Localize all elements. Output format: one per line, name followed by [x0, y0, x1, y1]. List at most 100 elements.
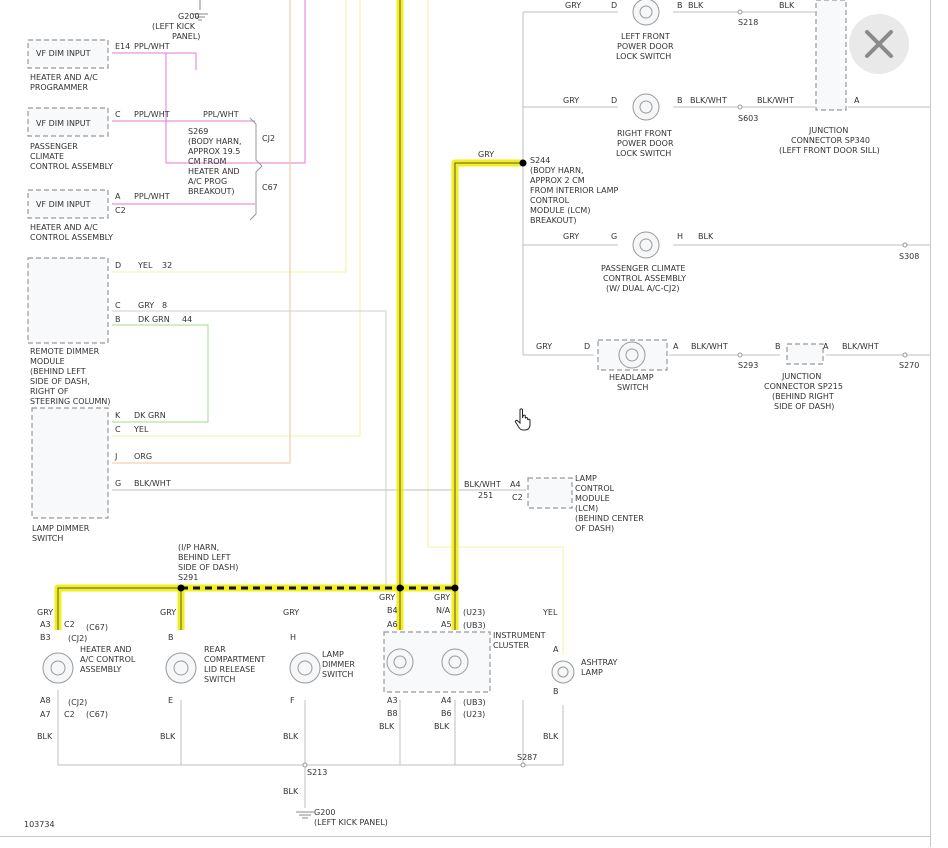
diagram-label: BREAKOUT) [530, 216, 577, 225]
diagram-label: CONTROL ASSEMBLY [603, 274, 686, 283]
diagram-label: APPROX 2 CM [530, 176, 585, 185]
diagram-label: LID RELEASE [204, 665, 255, 674]
diagram-label: (LEFT KICK PANEL) [314, 818, 388, 827]
diagram-label: CONTROL ASSEMBLY [30, 162, 113, 171]
diagram-label: HEADLAMP [609, 373, 654, 382]
diagram-label: (BEHIND RIGHT [772, 392, 834, 401]
diagram-label: C67 [262, 183, 278, 192]
diagram-label: (I/P HARN, [178, 543, 219, 552]
diagram-label: (U23) [463, 608, 485, 617]
diagram-label: S291 [178, 573, 198, 582]
diagram-label: LAMP [575, 474, 597, 483]
diagram-label: RIGHT OF [30, 387, 69, 396]
diagram-label: SIDE OF DASH, [30, 377, 90, 386]
diagram-label: ASHTRAY [581, 658, 618, 667]
diagram-label: S218 [738, 18, 758, 27]
diagram-label: E14 [115, 42, 130, 51]
diagram-label: HEATER AND A/C [30, 73, 98, 82]
diagram-label: S244 [530, 156, 550, 165]
diagram-label: PASSENGER [30, 142, 78, 151]
diagram-label: DK GRN [138, 315, 170, 324]
small-splices [302, 9, 908, 768]
diagram-label: 8 [162, 301, 167, 310]
diagram-label: A4 [510, 480, 521, 489]
diagram-label: PPL/WHT [203, 110, 239, 119]
diagram-label: E [168, 696, 173, 705]
diagram-label: VF DIM INPUT [36, 200, 91, 209]
diagram-label: S270 [899, 361, 919, 370]
diagram-label: 251 [478, 491, 493, 500]
diagram-label: REAR [204, 645, 226, 654]
diagram-label: D [611, 96, 617, 105]
diagram-label: C [115, 425, 121, 434]
diagram-label: B [168, 633, 174, 642]
diagram-label: YEL [542, 608, 558, 617]
diagram-label: PROGRAMMER [30, 83, 88, 92]
diagram-label: GRY [37, 608, 53, 617]
diagram-label: GRY [563, 96, 579, 105]
diagram-label: LOCK SWITCH [616, 149, 671, 158]
diagram-label: A6 [387, 620, 398, 629]
diagram-label: LEFT FRONT [621, 32, 670, 41]
diagram-label: A7 [40, 710, 51, 719]
diagram-label: CONNECTOR SP340 [791, 136, 870, 145]
close-button[interactable] [849, 14, 909, 74]
diagram-label: B8 [387, 709, 398, 718]
diagram-label: HEATER AND [80, 645, 132, 654]
diagram-label: D [115, 261, 121, 270]
diagram-label: INSTRUMENT [493, 631, 546, 640]
diagram-label: MODULE (LCM) [530, 206, 590, 215]
diagram-label: PASSENGER CLIMATE [601, 264, 685, 273]
diagram-label: (UB3) [463, 621, 486, 630]
diagram-label: LAMP [581, 668, 603, 677]
diagram-label: VF DIM INPUT [36, 49, 91, 58]
diagram-label: REMOTE DIMMER [30, 347, 100, 356]
diagram-label: H [677, 232, 683, 241]
diagram-label: A [823, 342, 829, 351]
diagram-label: K [115, 411, 121, 420]
diagram-label: CJ2 [262, 134, 275, 143]
diagram-label: LOCK SWITCH [616, 52, 671, 61]
diagram-label: BLK [160, 732, 176, 741]
diagram-label: PANEL) [172, 32, 200, 41]
diagram-label: C2 [115, 206, 126, 215]
diagram-label: A3 [387, 696, 398, 705]
diagram-label: BLK [698, 232, 714, 241]
diagram-label: A8 [40, 696, 51, 705]
diagram-label: A3 [40, 620, 51, 629]
diagram-label: C2 [512, 493, 523, 502]
diagram-label: (CJ2) [68, 634, 87, 643]
diagram-label: GRY [563, 232, 579, 241]
diagram-label: POWER DOOR [617, 42, 674, 51]
diagram-label: C2 [64, 710, 75, 719]
diagram-label: (LEFT FRONT DOOR SILL) [779, 146, 880, 155]
diagram-label: G200 [314, 808, 335, 817]
diagram-label: HEATER AND A/C [30, 223, 98, 232]
diagram-label: BREAKOUT) [188, 187, 235, 196]
diagram-label: S308 [899, 252, 919, 261]
diagram-label: CM FROM [188, 157, 226, 166]
hand-pointer-icon [514, 408, 531, 431]
diagram-label: CONNECTOR SP215 [764, 382, 843, 391]
diagram-label: CLUSTER [493, 641, 530, 650]
diagram-label: C [115, 301, 121, 310]
diagram-label: B6 [441, 709, 452, 718]
diagram-label: A/C PROG [188, 177, 227, 186]
diagram-label: LAMP DIMMER [32, 524, 90, 533]
diagram-label: BLK [543, 732, 559, 741]
diagram-label: J [114, 452, 117, 461]
diagram-label: GRY [478, 150, 494, 159]
diagram-label: BLK/WHT [842, 342, 879, 351]
diagram-label: N/A [436, 606, 451, 615]
viewer-right-border [930, 0, 948, 847]
diagram-label: BLK/WHT [691, 342, 728, 351]
diagram-label: A [673, 342, 679, 351]
diagram-label: YEL [137, 261, 153, 270]
diagram-label: (LCM) [575, 504, 598, 513]
diagram-label: F [290, 696, 295, 705]
diagram-label: STEERING COLUMN) [30, 397, 111, 406]
diagram-label: BLK/WHT [690, 96, 727, 105]
diagram-label: ORG [134, 452, 152, 461]
